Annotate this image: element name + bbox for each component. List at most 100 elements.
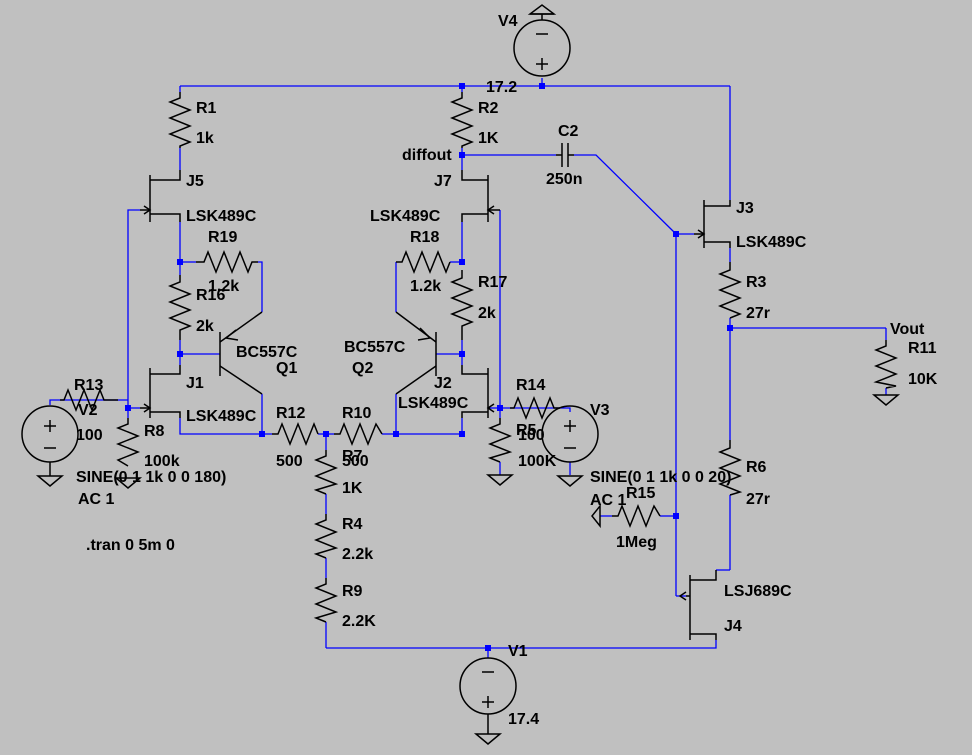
label-j4: J4 [724,618,742,635]
label-r18-value: 1.2k [410,278,441,295]
source-v3 [541,405,599,487]
label-v1-value: 17.4 [508,711,539,728]
source-v2 [21,405,79,487]
label-v2: V2 [78,402,98,419]
resistors [60,92,899,623]
jfet-j1 [140,365,181,418]
label-j1-value: LSK489C [186,408,257,425]
resistor-r14 [510,395,560,421]
label-j4-value: LSJ689C [724,583,792,600]
label-r15-value: 1Meg [616,534,657,551]
label-j1: J1 [186,375,204,392]
label-j7-value: LSK489C [370,208,441,225]
net-label-vout: Vout [890,321,925,338]
label-j7: J7 [434,173,452,190]
label-v2-value: SINE(0 1 1k 0 0 180) [76,469,226,486]
resistor-r17 [449,270,475,340]
label-r14-value: 100 [518,427,545,444]
label-r18: R18 [410,229,439,246]
label-r10-value: 500 [342,453,369,470]
label-v4-value: 17.2 [486,79,517,96]
label-v3: V3 [590,402,610,419]
label-j3: J3 [736,200,754,217]
label-r8-value: 100k [144,453,180,470]
label-r13-value: 100 [76,427,103,444]
label-q1: Q1 [276,360,297,377]
simulation-directive: .tran 0 5m 0 [86,537,175,554]
label-r6-value: 27r [746,491,770,508]
source-v4 [513,4,571,77]
jfet-j2 [461,365,495,418]
resistor-r9 [313,578,339,623]
label-r7-value: 1K [342,480,363,497]
label-j2: J2 [434,375,452,392]
label-r2: R2 [478,100,499,117]
label-r2-value: 1K [478,130,499,147]
resistor-r6 [717,440,743,496]
resistor-r12 [272,421,319,447]
ground-icon [591,503,601,529]
jfet-j5 [140,170,181,222]
label-r17-value: 2k [478,305,496,322]
label-r8: R8 [144,423,165,440]
voltage-sources [21,4,599,745]
label-v4: V4 [498,13,518,30]
label-j2-value: LSK489C [398,395,469,412]
label-r16: R16 [196,287,225,304]
resistor-r18 [396,249,451,275]
label-j3-value: LSK489C [736,234,807,251]
bjts [219,311,437,395]
label-r17: R17 [478,274,507,291]
label-r4: R4 [342,516,363,533]
grounds [113,394,901,529]
label-r9: R9 [342,583,363,600]
label-r14: R14 [516,377,545,394]
label-r1-value: 1k [196,130,214,147]
jfets [140,170,731,640]
label-r1: R1 [196,100,217,117]
label-r13: R13 [74,377,103,394]
bjt-q2 [395,311,437,395]
label-q1-value: BC557C [236,344,298,361]
label-r6: R6 [746,459,767,476]
label-r12-value: 500 [276,453,303,470]
label-j5: J5 [186,173,204,190]
source-v1 [459,657,517,745]
resistor-r4 [313,514,339,559]
wires [49,78,887,658]
label-v3-value: SINE(0 1 1k 0 0 20) [590,469,731,486]
label-r19-value: 1.2k [208,278,239,295]
resistor-r7 [313,450,339,495]
resistor-r10 [334,421,383,447]
label-r10: R10 [342,405,371,422]
junctions [125,83,733,651]
resistor-r5 [487,418,513,463]
label-r15: R15 [626,485,655,502]
jfet-j4 [678,570,717,640]
label-r12: R12 [276,405,305,422]
ground-icon [871,394,901,406]
label-v1: V1 [508,643,528,660]
label-r9-value: 2.2K [342,613,376,630]
label-c2: C2 [558,123,579,140]
resistor-r8 [115,418,141,467]
label-c2-value: 250n [546,171,582,188]
label-v3-ac: AC 1 [590,492,627,509]
label-r4-value: 2.2k [342,546,373,563]
label-q2-value: BC557C [344,339,406,356]
label-r16-value: 2k [196,318,214,335]
resistor-r16 [167,275,193,340]
resistor-r15 [612,503,661,529]
resistor-r19 [196,249,258,275]
resistor-r1 [167,92,193,148]
label-j5-value: LSK489C [186,208,257,225]
ground-icon [113,477,143,489]
resistor-r13 [60,387,118,413]
component-labels: V4 17.2 R1 1k R2 1K diffout C2 250n J5 L… [74,13,938,728]
resistor-r2 [449,92,475,148]
resistor-r11 [873,340,899,389]
label-q2: Q2 [352,360,373,377]
label-r7: R7 [342,448,363,465]
label-r5-value: 100K [518,453,557,470]
